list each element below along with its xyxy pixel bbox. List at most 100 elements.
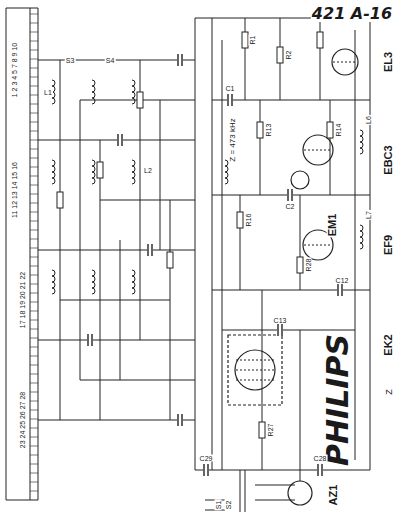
terminal-tick bbox=[30, 113, 38, 114]
terminal-tick bbox=[30, 149, 38, 150]
capacitor-gap bbox=[147, 244, 153, 256]
coil-symbol bbox=[225, 160, 228, 184]
terminal-numbers: 11 12 13 14 15 16 bbox=[11, 161, 18, 219]
terminal-tick bbox=[30, 50, 38, 51]
terminal-tick bbox=[30, 212, 38, 213]
valve-label: EM1 bbox=[327, 213, 338, 238]
part-label: R14 bbox=[335, 123, 342, 138]
part-label: R28 bbox=[305, 258, 312, 273]
part-label: R1 bbox=[249, 35, 256, 46]
capacitor-gap bbox=[337, 284, 343, 296]
terminal-numbers: 17 18 19 20 21 22 bbox=[19, 271, 26, 329]
resistor-symbol bbox=[259, 422, 265, 438]
part-label: R2 bbox=[285, 50, 292, 61]
part-label: R27 bbox=[267, 423, 274, 438]
part-label: R13 bbox=[265, 123, 272, 138]
capacitor-symbol bbox=[338, 284, 342, 296]
capacitor-gap bbox=[117, 134, 123, 146]
components bbox=[30, 14, 363, 491]
terminal-tick bbox=[30, 356, 38, 357]
part-label: C13 bbox=[273, 317, 288, 324]
part-label: C2 bbox=[285, 203, 296, 210]
resistor-symbol bbox=[97, 162, 103, 178]
terminal-tick bbox=[30, 23, 38, 24]
terminal-tick bbox=[30, 266, 38, 267]
capacitor-gap bbox=[277, 324, 283, 336]
coil-symbol bbox=[132, 270, 135, 294]
terminal-tick bbox=[30, 104, 38, 105]
capacitor-gap bbox=[287, 189, 293, 201]
terminal-numbers: 1 2 3 4 5 7 8 9 10 bbox=[11, 42, 18, 99]
capacitor-symbol bbox=[318, 464, 322, 476]
terminal-tick bbox=[30, 293, 38, 294]
part-label: C29 bbox=[199, 455, 214, 462]
part-label: S1 bbox=[215, 500, 222, 511]
terminal-tick bbox=[30, 383, 38, 384]
coil-symbol bbox=[92, 80, 95, 104]
capacitor-symbol bbox=[148, 244, 152, 256]
terminal-tick bbox=[30, 122, 38, 123]
terminal-tick bbox=[30, 347, 38, 348]
capacitor-gap bbox=[227, 94, 233, 106]
resistor-symbol bbox=[327, 122, 333, 138]
terminal-tick bbox=[30, 131, 38, 132]
terminal-tick bbox=[30, 158, 38, 159]
part-label: C28 bbox=[313, 455, 328, 462]
terminal-tick bbox=[30, 482, 38, 483]
coil-symbol bbox=[132, 160, 135, 184]
resistor-symbol bbox=[57, 192, 63, 208]
terminal-tick bbox=[30, 374, 38, 375]
valve-label: EL3 bbox=[383, 51, 394, 73]
terminal-tick bbox=[30, 257, 38, 258]
resistor-symbol bbox=[297, 257, 303, 273]
diagram-title: 421 A-16 bbox=[311, 6, 393, 22]
brand-mark: PHILIPS bbox=[323, 333, 353, 467]
terminal-tick bbox=[30, 185, 38, 186]
capacitor-gap bbox=[177, 54, 183, 66]
capacitor-gap bbox=[177, 414, 183, 426]
capacitor-symbol bbox=[288, 189, 292, 201]
terminal-tick bbox=[30, 365, 38, 366]
coil-symbol bbox=[360, 130, 363, 154]
terminal-tick bbox=[30, 419, 38, 420]
valve-label: EK2 bbox=[383, 333, 394, 356]
terminal-tick bbox=[30, 329, 38, 330]
terminal-strips bbox=[6, 8, 38, 500]
terminal-tick bbox=[30, 140, 38, 141]
valve-symbols bbox=[228, 49, 358, 505]
mains-transformer bbox=[205, 470, 300, 512]
part-label: S3 bbox=[65, 57, 76, 64]
terminal-tick bbox=[30, 311, 38, 312]
terminal-tick bbox=[30, 410, 38, 411]
resistor-symbol bbox=[277, 47, 283, 63]
terminal-tick bbox=[30, 428, 38, 429]
part-label: R16 bbox=[245, 213, 252, 228]
terminal-tick bbox=[30, 455, 38, 456]
terminal-tick bbox=[30, 275, 38, 276]
coil-symbol bbox=[52, 160, 55, 184]
part-label: S2 bbox=[225, 500, 232, 511]
resistor-symbol bbox=[137, 92, 143, 108]
capacitor-symbol bbox=[88, 334, 92, 346]
resistor-symbol bbox=[237, 212, 243, 228]
capacitor-symbol bbox=[178, 54, 182, 66]
resistor-symbol bbox=[257, 122, 263, 138]
terminal-tick bbox=[30, 230, 38, 231]
terminal-tick bbox=[30, 302, 38, 303]
terminal-tick bbox=[30, 392, 38, 393]
valve-label: AZ1 bbox=[328, 484, 339, 507]
terminal-tick bbox=[30, 320, 38, 321]
capacitor-symbol bbox=[228, 94, 232, 106]
coil-symbol bbox=[132, 80, 135, 104]
terminal-tick bbox=[30, 401, 38, 402]
capacitor-symbol bbox=[278, 324, 282, 336]
capacitor-symbol bbox=[204, 464, 208, 476]
part-label: L6 bbox=[365, 115, 372, 125]
terminal-tick bbox=[30, 86, 38, 87]
terminal-tick bbox=[30, 446, 38, 447]
part-label: C1 bbox=[225, 85, 236, 92]
terminal-tick bbox=[30, 203, 38, 204]
terminal-tick bbox=[30, 491, 38, 492]
coil-symbol bbox=[360, 225, 363, 249]
terminal-tick bbox=[30, 338, 38, 339]
